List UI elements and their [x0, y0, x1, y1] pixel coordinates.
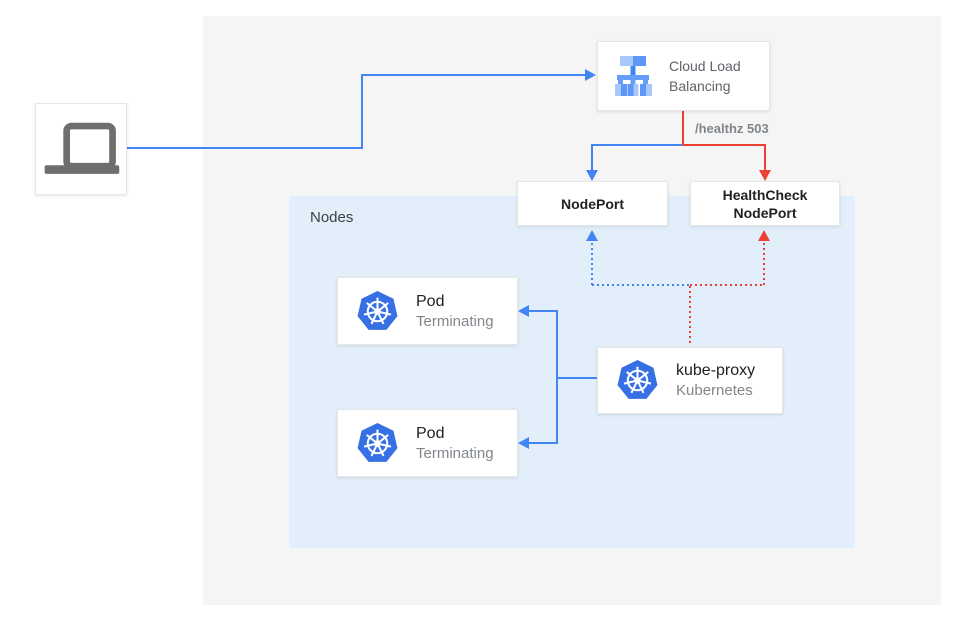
pod-terminating-node-1: Pod Terminating — [337, 277, 518, 345]
dotted-kubeproxy-up — [689, 286, 691, 346]
nodes-group-label: Nodes — [310, 209, 354, 226]
kubernetes-icon — [357, 290, 398, 330]
pod-title: Pod — [416, 424, 445, 442]
dotted-blue-horizontal — [592, 284, 690, 286]
healthcheck-nodeport-label: HealthCheck NodePort — [722, 186, 808, 221]
connector-pods-vertical — [556, 310, 558, 444]
dotted-red-vertical — [763, 243, 765, 285]
arrow-into-clb-icon — [585, 69, 596, 81]
arrow-into-nodeport-icon — [586, 170, 598, 181]
pod-terminating-node-2: Pod Terminating — [337, 409, 518, 477]
kubernetes-icon — [617, 360, 658, 399]
cloud-load-balancing-label: Cloud Load Balancing — [669, 58, 741, 94]
kube-proxy-subtitle: Kubernetes — [676, 382, 753, 399]
cloud-load-balancing-node: Cloud Load Balancing — [597, 41, 770, 111]
connector-client-vertical — [361, 74, 363, 149]
pod-status: Terminating — [416, 444, 494, 462]
kube-proxy-node: kube-proxy Kubernetes — [597, 347, 783, 414]
connector-client-horizontal — [127, 147, 362, 149]
cloud-load-balancing-icon — [615, 56, 652, 96]
kube-proxy-title: kube-proxy — [676, 362, 756, 379]
laptop-icon — [44, 122, 120, 174]
arrow-into-pod2-icon — [518, 437, 529, 449]
pod-title: Pod — [416, 292, 445, 310]
connector-kubeproxy-out — [556, 377, 597, 379]
nodeport-label: NodePort — [561, 195, 624, 212]
dotted-blue-vertical — [591, 243, 593, 285]
nodeport-node: NodePort — [517, 181, 668, 226]
connector-to-healthcheck — [764, 146, 766, 170]
connector-client-to-clb — [361, 74, 586, 76]
connector-to-pod1 — [529, 310, 557, 312]
connector-clb-down-red — [682, 111, 684, 146]
dotted-red-horizontal — [690, 284, 764, 286]
client-node — [35, 103, 127, 195]
healthcheck-nodeport-node: HealthCheck NodePort — [690, 181, 840, 226]
connector-to-pod2 — [529, 442, 557, 444]
connector-split-blue — [591, 144, 684, 146]
arrow-into-healthcheck-icon — [759, 170, 771, 181]
connector-split-red — [682, 144, 766, 146]
arrow-dotted-into-nodeport-icon — [586, 230, 598, 241]
arrow-dotted-into-healthcheck-icon — [758, 230, 770, 241]
arrow-into-pod1-icon — [518, 305, 529, 317]
pod-status: Terminating — [416, 312, 494, 330]
healthz-503-label: /healthz 503 — [695, 121, 769, 136]
kubernetes-icon — [357, 422, 398, 462]
connector-to-nodeport — [591, 146, 593, 170]
